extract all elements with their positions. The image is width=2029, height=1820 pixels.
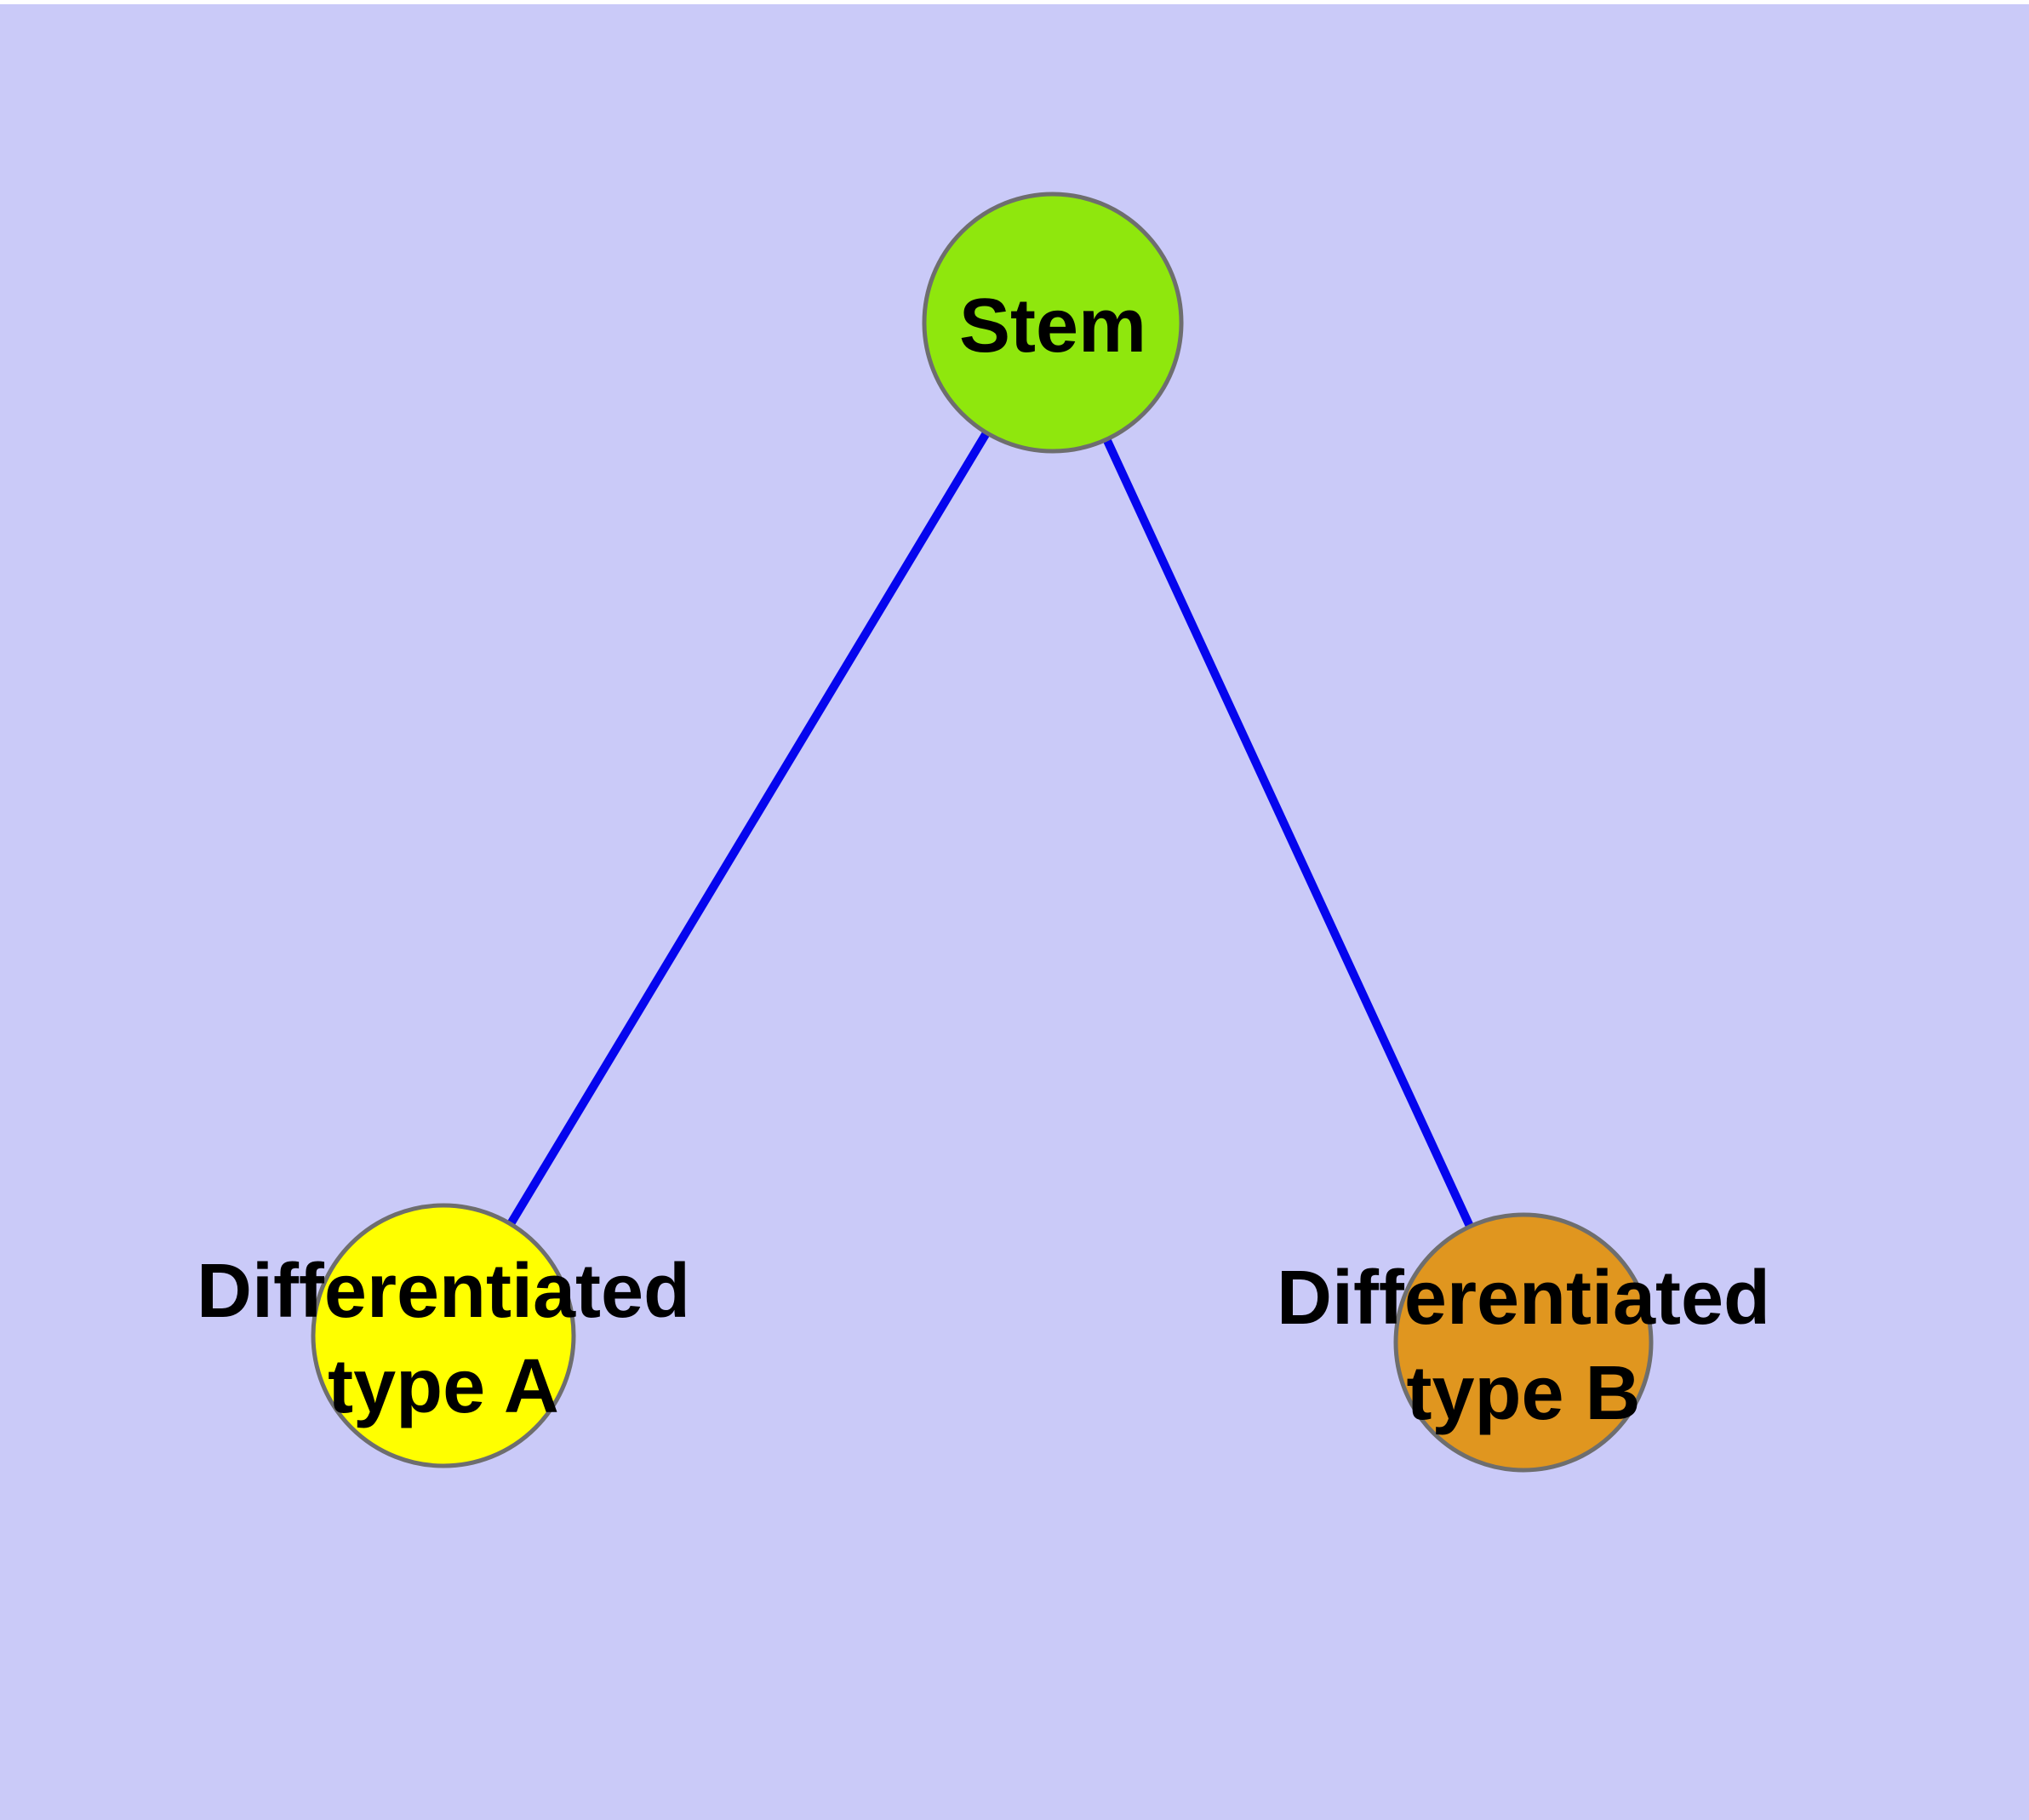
- node-stem: [922, 192, 1184, 454]
- edge-stem-type-a: [439, 320, 1057, 1338]
- node-type-a: [311, 1203, 576, 1468]
- node-label-stem: Stem: [959, 283, 1146, 369]
- node-label-line: Differentiated: [1277, 1256, 1770, 1341]
- node-label-line: type B: [1406, 1351, 1640, 1436]
- node-label-line: Stem: [959, 283, 1146, 369]
- node-type-b: [1393, 1212, 1654, 1473]
- node-label-type-b: Differentiated type B: [1277, 1256, 1770, 1436]
- node-label-type-a: Differentiated type A: [197, 1249, 690, 1429]
- window-top-border: [0, 0, 2029, 4]
- edge-stem-type-b: [1049, 320, 1528, 1345]
- node-label-line: Differentiated: [197, 1249, 690, 1334]
- node-label-line: type A: [328, 1344, 559, 1429]
